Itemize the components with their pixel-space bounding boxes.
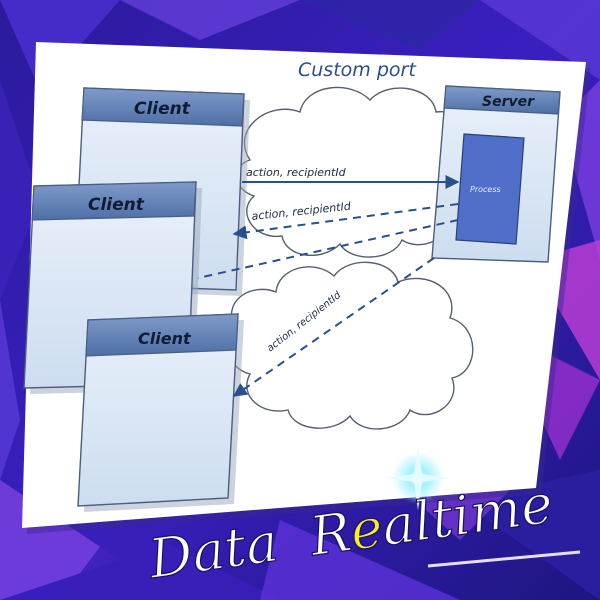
process-box — [455, 133, 525, 245]
diagram-title: Custom port — [298, 59, 417, 81]
server-node: Server Process — [431, 85, 561, 263]
edge-label-1: action, recipientId — [246, 166, 347, 179]
client-middle-label: Client — [88, 195, 145, 215]
brand-word-e-accent: e — [346, 496, 386, 563]
arrows — [197, 175, 460, 397]
sparkle-icon — [386, 446, 450, 510]
server-label: Server — [482, 94, 535, 110]
client-top-label: Client — [134, 99, 191, 119]
cloud-shape — [227, 86, 480, 430]
edge-server-to-client-middle — [232, 203, 459, 240]
client-bottom-label: Client — [138, 329, 192, 348]
brand-word-r: R — [305, 500, 355, 568]
client-bottom-node: Client — [77, 313, 244, 512]
edge-server-to-client-bottom — [232, 257, 435, 397]
process-label: Process — [470, 185, 501, 194]
edge-server-extra-dashed — [197, 219, 459, 279]
brand-underline — [427, 550, 581, 568]
